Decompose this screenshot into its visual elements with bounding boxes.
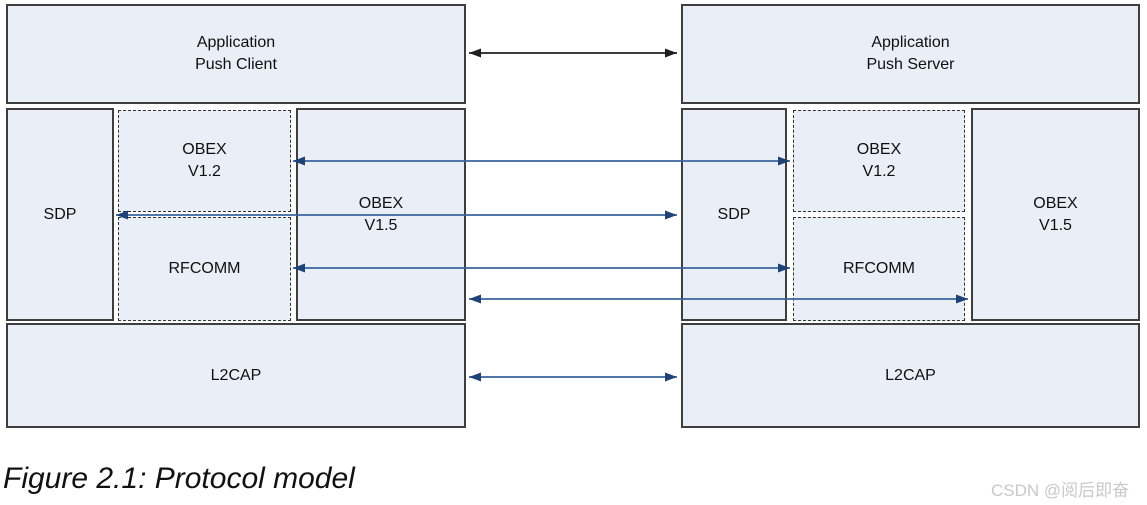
server-obex-v15-box: OBEX V1.5 — [971, 108, 1140, 321]
server-application-label-line2: Push Server — [866, 56, 955, 73]
server-obex-v12-label-line2: V1.2 — [862, 163, 896, 180]
server-rfcomm-label: RFCOMM — [843, 260, 915, 277]
client-application-label-line2: Push Client — [195, 56, 277, 73]
server-sdp-label: SDP — [717, 205, 751, 223]
client-sdp-label: SDP — [43, 205, 77, 223]
client-application-label-line1: Application — [196, 34, 276, 51]
client-obex-v15-label-line2: V1.5 — [364, 216, 398, 234]
server-obex-v15-label-line1: OBEX — [1033, 194, 1078, 212]
server-sdp-box: SDP — [681, 108, 787, 321]
client-l2cap-box: L2CAP — [6, 323, 466, 428]
server-obex-v15-label-line2: V1.5 — [1039, 216, 1072, 234]
client-obex-v12-box: OBEX V1.2 — [118, 110, 291, 212]
server-obex-v12-label-line1: OBEX — [856, 141, 902, 158]
server-application-label-line1: Application — [871, 34, 950, 51]
figure-caption: Figure 2.1: Protocol model — [3, 462, 355, 495]
server-l2cap-label: L2CAP — [885, 366, 936, 384]
client-application-box: Application Push Client — [6, 4, 466, 104]
csdn-watermark: CSDN @阅后即奋 — [991, 481, 1130, 500]
client-obex-v15-box: OBEX V1.5 — [296, 108, 466, 321]
server-rfcomm-box: RFCOMM — [793, 217, 965, 321]
client-sdp-box: SDP — [6, 108, 114, 321]
client-obex-v15-label-line1: OBEX — [358, 194, 404, 212]
server-l2cap-box: L2CAP — [681, 323, 1140, 428]
client-rfcomm-label: RFCOMM — [168, 260, 241, 277]
client-rfcomm-box: RFCOMM — [118, 217, 291, 321]
client-obex-v12-label-line1: OBEX — [182, 141, 227, 158]
server-obex-v12-box: OBEX V1.2 — [793, 110, 965, 212]
client-obex-v12-label-line2: V1.2 — [188, 163, 221, 180]
client-l2cap-label: L2CAP — [210, 366, 262, 384]
server-application-box: Application Push Server — [681, 4, 1140, 104]
